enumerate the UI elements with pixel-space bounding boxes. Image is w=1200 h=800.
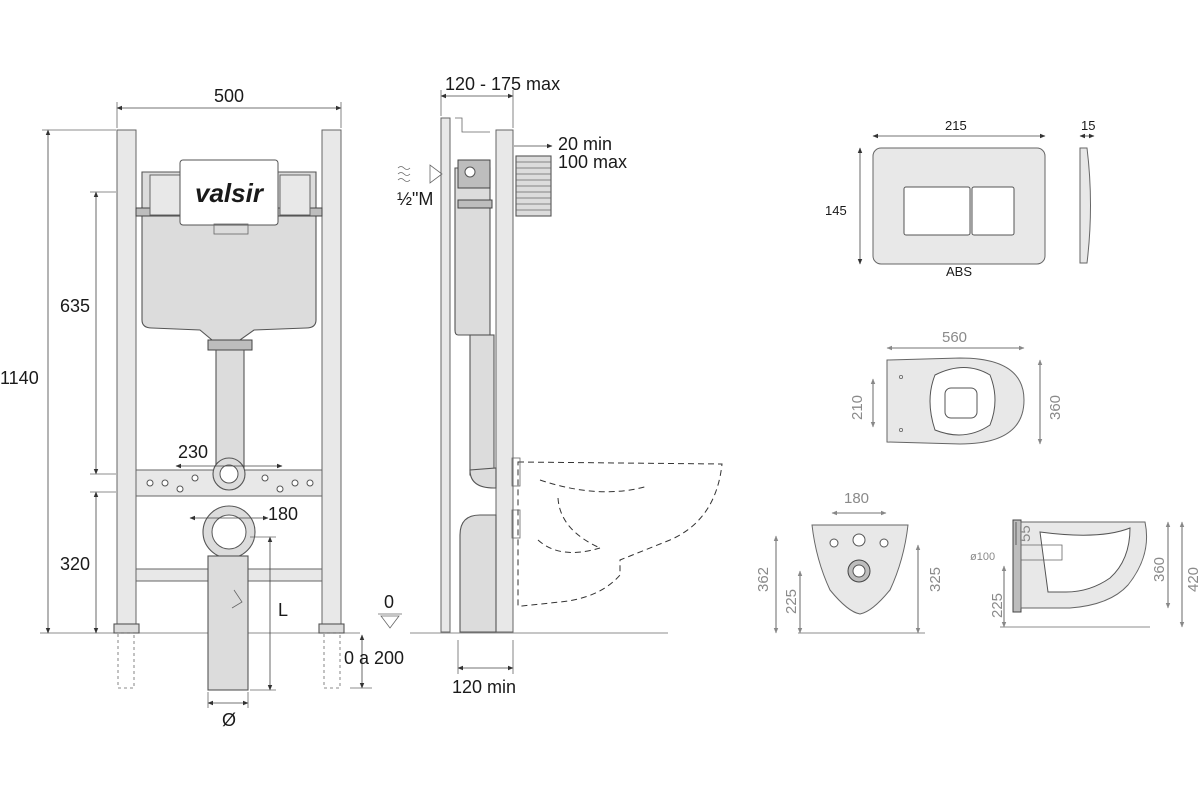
water-inlet-symbol	[397, 164, 443, 184]
frame-upright-left	[116, 129, 137, 633]
brand-logo: valsir	[195, 178, 265, 208]
dim-side-total-height: 420	[1185, 567, 1200, 592]
dim-pipe-length: L	[278, 600, 288, 620]
bowl-outline-dashed	[517, 461, 723, 607]
dim-pipe-diameter: Ø	[222, 710, 236, 730]
dim-total-height: 1140	[0, 368, 39, 388]
side-drain-pipe	[459, 514, 497, 633]
dim-lower-height: 320	[60, 554, 90, 574]
front-view: valsir 500 1140 635 320 230	[0, 86, 360, 730]
inlet-corrugated-box	[515, 155, 552, 217]
dim-plate-thickness: 15	[1081, 118, 1095, 133]
leg-extension-right	[323, 632, 341, 689]
dim-bolt-spacing: 180	[844, 490, 869, 507]
dim-side-top-offset: 55	[1017, 525, 1034, 542]
dim-min-depth: 120 min	[452, 677, 516, 697]
top-bracket	[455, 117, 490, 133]
dim-side-drain-height: 225	[989, 593, 1006, 618]
bowl-side-view: 55 ø100 225 360 420	[970, 519, 1200, 628]
dim-frame-width: 500	[214, 86, 244, 106]
frame-foot-right	[318, 623, 345, 634]
crossbar-holes	[146, 474, 314, 493]
drain-clip	[231, 589, 243, 609]
dim-side-height: 360	[1151, 557, 1168, 582]
water-inlet-label: ½"M	[397, 189, 433, 209]
flush-button-right	[971, 186, 1015, 236]
flush-pipe	[215, 349, 245, 471]
logo-plate-tab	[213, 223, 249, 235]
dim-plate-height: 145	[825, 203, 847, 218]
frame-front-post	[495, 129, 514, 633]
tank-side-profile	[454, 167, 491, 336]
dim-inlet-min: 20 min	[558, 134, 612, 154]
dim-frame-depth: 120 - 175 max	[445, 74, 560, 94]
bowl-back-view: 180 362 225 325	[755, 490, 944, 634]
logo-plate	[179, 159, 279, 226]
flush-plate-view: 215 15 145 ABS	[825, 118, 1095, 279]
drain-pipe	[207, 555, 249, 691]
bowl-top-view: 560 210 360	[849, 329, 1064, 445]
dim-tank-height: 635	[60, 296, 90, 316]
dim-bowl-back-drain: 225	[783, 589, 800, 614]
dim-bowl-length: 560	[942, 329, 967, 346]
floor-level-label: 0	[384, 592, 394, 612]
floor-level-marker	[380, 615, 400, 629]
pipe-coupling	[207, 339, 253, 351]
dim-bowl-back-total: 362	[755, 567, 772, 592]
tank-hook-left	[149, 174, 181, 216]
frame-upright-right	[321, 129, 342, 633]
side-view: 0	[344, 74, 723, 697]
leg-extension-left	[117, 632, 135, 689]
dim-pipe-spacing: 230	[178, 442, 208, 462]
dim-bowl-back-right: 325	[927, 567, 944, 592]
side-flush-pipe	[469, 334, 495, 476]
tank-hook-right	[279, 174, 311, 216]
frame-foot-left	[113, 623, 140, 634]
dim-plate-width: 215	[945, 118, 967, 133]
tank-clamp	[457, 199, 493, 209]
dim-inlet-max: 100 max	[558, 152, 627, 172]
dim-side-drain-diameter: ø100	[970, 551, 995, 563]
dim-floor-range: 0 a 200	[344, 648, 404, 668]
dim-bowl-inner-width: 210	[849, 395, 866, 420]
flush-plate-side	[1079, 147, 1091, 264]
flush-button-left	[903, 186, 971, 236]
dim-drain-spacing: 180	[268, 504, 298, 524]
dim-bowl-outer-width: 360	[1047, 395, 1064, 420]
plate-material: ABS	[946, 264, 972, 279]
frame-back-post	[440, 117, 451, 633]
